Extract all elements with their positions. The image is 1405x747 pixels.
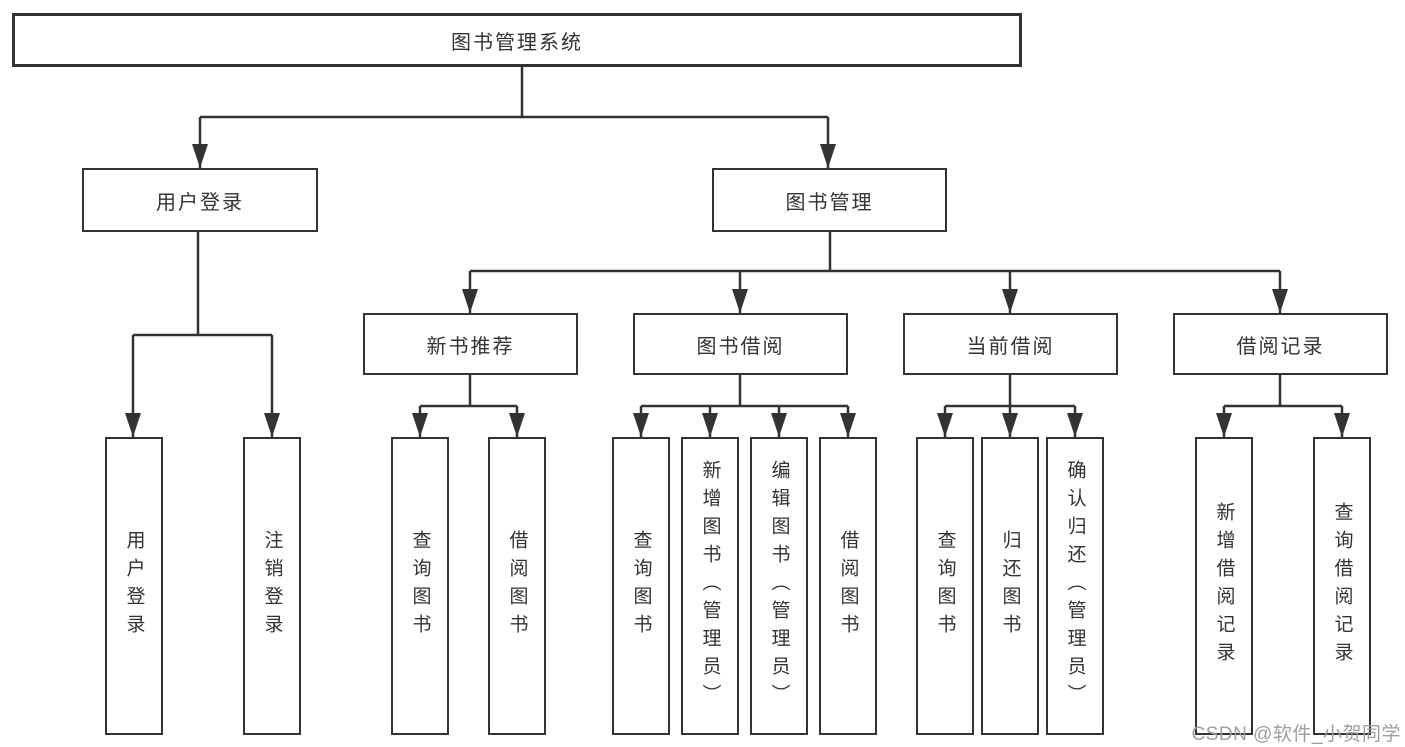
node-book-borrowing: 图书借阅 <box>633 313 848 375</box>
node-label: 查询借阅记录 <box>1331 502 1353 670</box>
node-edit-books-admin: 编辑图书（管理员） <box>750 437 808 735</box>
node-label: 查询图书 <box>630 530 652 642</box>
node-borrow-books-2: 借阅图书 <box>819 437 877 735</box>
node-logout: 注销登录 <box>243 437 301 735</box>
csdn-watermark: CSDN @软件_小贺同学 <box>1191 724 1401 745</box>
node-label: 用户登录 <box>123 530 145 642</box>
node-add-books-admin: 新增图书（管理员） <box>681 437 739 735</box>
node-label: 图书管理系统 <box>451 31 583 54</box>
node-new-book-recommendation: 新书推荐 <box>363 313 578 375</box>
node-label: 图书借阅 <box>696 335 785 358</box>
node-add-borrow-record: 新增借阅记录 <box>1195 437 1253 735</box>
node-borrowing-records: 借阅记录 <box>1173 313 1388 375</box>
node-book-management: 图书管理 <box>712 168 947 232</box>
node-user-login-group: 用户登录 <box>82 168 318 232</box>
node-label: 用户登录 <box>156 191 244 214</box>
node-label: 注销登录 <box>261 530 283 642</box>
node-return-books: 归还图书 <box>981 437 1039 735</box>
node-label: 归还图书 <box>999 530 1021 642</box>
node-label: 查询图书 <box>409 530 431 642</box>
node-confirm-return-admin: 确认归还（管理员） <box>1046 437 1104 735</box>
node-user-login: 用户登录 <box>105 437 163 735</box>
node-label: 新增借阅记录 <box>1213 502 1235 670</box>
node-query-books-1: 查询图书 <box>391 437 449 735</box>
node-library-management-system: 图书管理系统 <box>12 13 1022 67</box>
node-query-books-2: 查询图书 <box>612 437 670 735</box>
node-label: 当前借阅 <box>966 335 1055 358</box>
node-label: 借阅记录 <box>1236 335 1325 358</box>
node-label: 查询图书 <box>934 530 956 642</box>
node-label: 新书推荐 <box>426 335 515 358</box>
node-query-borrow-record: 查询借阅记录 <box>1313 437 1371 735</box>
node-current-borrowing: 当前借阅 <box>903 313 1118 375</box>
node-label: 新增图书（管理员） <box>699 460 721 712</box>
node-label: 确认归还（管理员） <box>1064 460 1086 712</box>
node-borrow-books-1: 借阅图书 <box>488 437 546 735</box>
node-label: 借阅图书 <box>506 530 528 642</box>
node-label: 编辑图书（管理员） <box>768 460 790 712</box>
node-label: 借阅图书 <box>837 530 859 642</box>
node-label: 图书管理 <box>785 191 874 214</box>
node-query-books-3: 查询图书 <box>916 437 974 735</box>
